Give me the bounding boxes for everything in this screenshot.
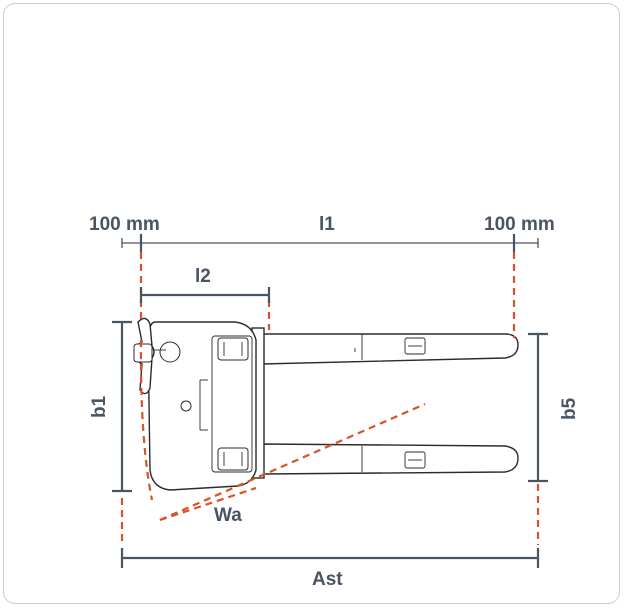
label-l2: l2 <box>195 266 211 287</box>
dimension-lines <box>112 234 548 568</box>
label-b5: b5 <box>559 397 580 420</box>
label-margin-right: 100 mm <box>484 214 555 235</box>
diagram-card <box>3 3 620 604</box>
label-ast: Ast <box>312 569 343 590</box>
label-margin-left: 100 mm <box>89 214 160 235</box>
pallet-truck-drawing <box>133 317 519 491</box>
fork-lower <box>261 443 519 475</box>
dimension-labels: 100 mm l1 100 mm l2 b1 b5 Wa Ast <box>89 214 580 590</box>
label-wa: Wa <box>214 505 242 526</box>
label-b1: b1 <box>89 395 110 418</box>
fork-upper <box>261 333 519 365</box>
label-l1: l1 <box>319 214 335 235</box>
guide-lines <box>120 252 540 545</box>
